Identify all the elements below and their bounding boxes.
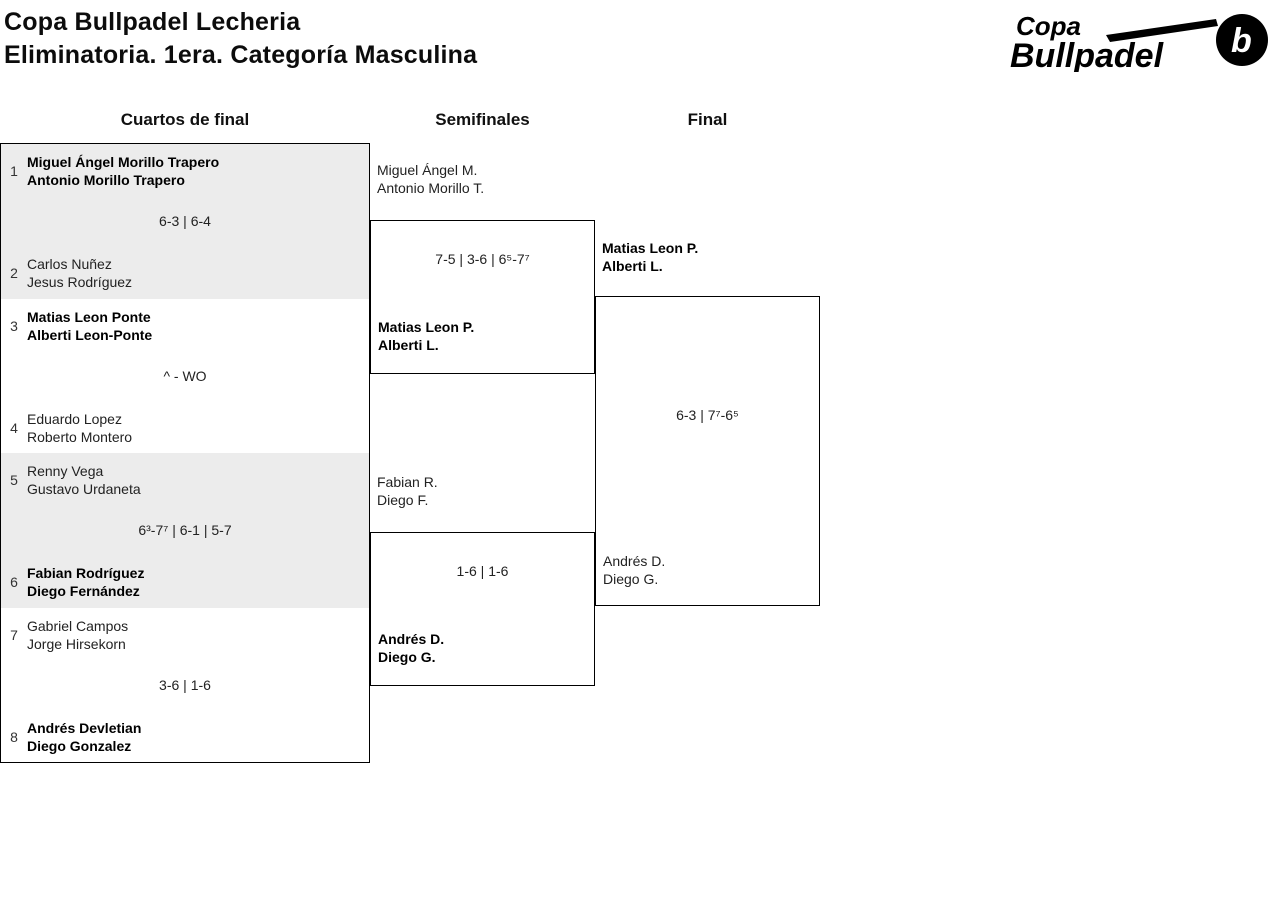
page-header: Copa Bullpadel Lecheria Eliminatoria. 1e… (4, 6, 477, 72)
player-name: Diego Fernández (27, 583, 140, 599)
final-team-top: Matias Leon P. Alberti L. (602, 239, 698, 275)
semifinal-2-team-bottom: Andrés D. Diego G. (378, 630, 444, 666)
player-name: Alberti L. (602, 258, 663, 274)
team-row: 6 Fabian Rodríguez Diego Fernández (1, 564, 369, 600)
team-names: Eduardo Lopez Roberto Montero (27, 410, 132, 446)
seed-number: 4 (10, 419, 18, 436)
player-name: Roberto Montero (27, 428, 133, 445)
player-name: Eduardo Lopez (27, 410, 122, 427)
match-score: 3-6 | 1-6 (159, 676, 211, 693)
match-score: 1-6 | 1-6 (456, 563, 509, 579)
match-score: ^ - WO (163, 367, 207, 384)
logo-ball-letter: b (1231, 22, 1252, 60)
team-row: 5 Renny Vega Gustavo Urdaneta (1, 462, 369, 498)
player-name: Jesus Rodríguez (27, 274, 133, 290)
team-row: 1 Miguel Ángel Morillo Trapero Antonio M… (1, 153, 369, 189)
player-name: Diego Gonzalez (27, 737, 132, 754)
logo-graphic: Copa Bullpadel b (1010, 11, 1268, 75)
round-header-quarterfinals: Cuartos de final (120, 110, 250, 129)
logo-swoosh-icon (1106, 19, 1218, 42)
player-name: Gabriel Campos (27, 617, 129, 634)
team-names: Renny Vega Gustavo Urdaneta (27, 462, 141, 498)
team-names: Andrés Devletian Diego Gonzalez (27, 719, 141, 755)
player-name: Antonio Morillo Trapero (27, 172, 185, 188)
semifinal-1-box: 7-5 | 3-6 | 6⁵-7⁷ Matias Leon P. Alberti… (370, 220, 595, 374)
quarterfinal-match-3: 5 Renny Vega Gustavo Urdaneta 6³-7⁷ | 6-… (1, 453, 369, 608)
seed-number: 3 (10, 317, 18, 334)
team-row: 8 Andrés Devletian Diego Gonzalez (1, 719, 369, 755)
player-name: Fabian R. (377, 474, 438, 490)
team-names: Miguel Ángel Morillo Trapero Antonio Mor… (27, 153, 219, 189)
page-subtitle: Eliminatoria. 1era. Categoría Masculina (4, 41, 478, 69)
player-name: Fabian Rodríguez (27, 565, 145, 581)
seed-number: 8 (10, 728, 18, 745)
seed-number: 1 (10, 163, 18, 179)
player-name: Renny Vega (27, 463, 104, 479)
logo-text-copa: Copa (1016, 11, 1081, 41)
team-names: Carlos Nuñez Jesus Rodríguez (27, 255, 132, 291)
round-header-semifinals: Semifinales (435, 110, 530, 129)
team-row: 4 Eduardo Lopez Roberto Montero (1, 410, 369, 446)
copa-bullpadel-logo: Copa Bullpadel b (1010, 10, 1272, 75)
player-name: Alberti L. (378, 337, 439, 353)
match-score: 7-5 | 3-6 | 6⁵-7⁷ (435, 251, 530, 267)
player-name: Diego G. (378, 649, 436, 665)
player-name: Miguel Ángel Morillo Trapero (27, 154, 220, 170)
seed-number: 5 (10, 472, 18, 488)
player-name: Diego G. (603, 571, 659, 587)
player-name: Gustavo Urdaneta (27, 481, 141, 497)
player-name: Andrés D. (603, 553, 666, 569)
match-score: 6-3 | 7⁷-6⁵ (676, 407, 739, 423)
final-team-bottom: Andrés D. Diego G. (603, 552, 665, 588)
logo-ball-icon (1216, 14, 1268, 66)
player-name: Diego F. (377, 492, 429, 508)
round-header-final: Final (687, 110, 728, 129)
player-name: Alberti Leon-Ponte (27, 326, 153, 343)
player-name: Matias Leon P. (602, 240, 699, 256)
team-names: Fabian Rodríguez Diego Fernández (27, 564, 144, 600)
quarterfinal-match-4: 7 Gabriel Campos Jorge Hirsekorn 3-6 | 1… (1, 608, 369, 763)
team-row: 3 Matias Leon Ponte Alberti Leon-Ponte (1, 308, 369, 344)
final-box: 6-3 | 7⁷-6⁵ Andrés D. Diego G. (595, 296, 820, 606)
player-name: Matias Leon P. (378, 319, 475, 335)
player-name: Carlos Nuñez (27, 256, 112, 272)
quarterfinal-match-1: 1 Miguel Ángel Morillo Trapero Antonio M… (1, 144, 369, 299)
team-names: Gabriel Campos Jorge Hirsekorn (27, 617, 128, 653)
semifinal-1-team-top: Miguel Ángel M. Antonio Morillo T. (377, 161, 484, 197)
team-names: Matias Leon Ponte Alberti Leon-Ponte (27, 308, 152, 344)
seed-number: 2 (10, 265, 18, 281)
match-score: 6³-7⁷ | 6-1 | 5-7 (138, 522, 232, 538)
player-name: Antonio Morillo T. (377, 180, 485, 196)
player-name: Andrés Devletian (27, 719, 142, 736)
team-row: 2 Carlos Nuñez Jesus Rodríguez (1, 255, 369, 291)
player-name: Miguel Ángel M. (377, 162, 478, 178)
player-name: Jorge Hirsekorn (27, 635, 126, 652)
seed-number: 6 (10, 574, 18, 590)
quarterfinals-column: 1 Miguel Ángel Morillo Trapero Antonio M… (0, 143, 370, 763)
team-row: 7 Gabriel Campos Jorge Hirsekorn (1, 617, 369, 653)
semifinal-1-team-bottom: Matias Leon P. Alberti L. (378, 318, 474, 354)
semifinal-2-box: 1-6 | 1-6 Andrés D. Diego G. (370, 532, 595, 686)
semifinal-2-team-top: Fabian R. Diego F. (377, 473, 438, 509)
seed-number: 7 (10, 626, 18, 643)
player-name: Andrés D. (378, 631, 445, 647)
quarterfinal-match-2: 3 Matias Leon Ponte Alberti Leon-Ponte ^… (1, 299, 369, 454)
match-score: 6-3 | 6-4 (159, 213, 211, 229)
page-title: Copa Bullpadel Lecheria (4, 8, 301, 36)
player-name: Matias Leon Ponte (27, 308, 151, 325)
logo-text-bullpadel: Bullpadel (1010, 37, 1165, 72)
